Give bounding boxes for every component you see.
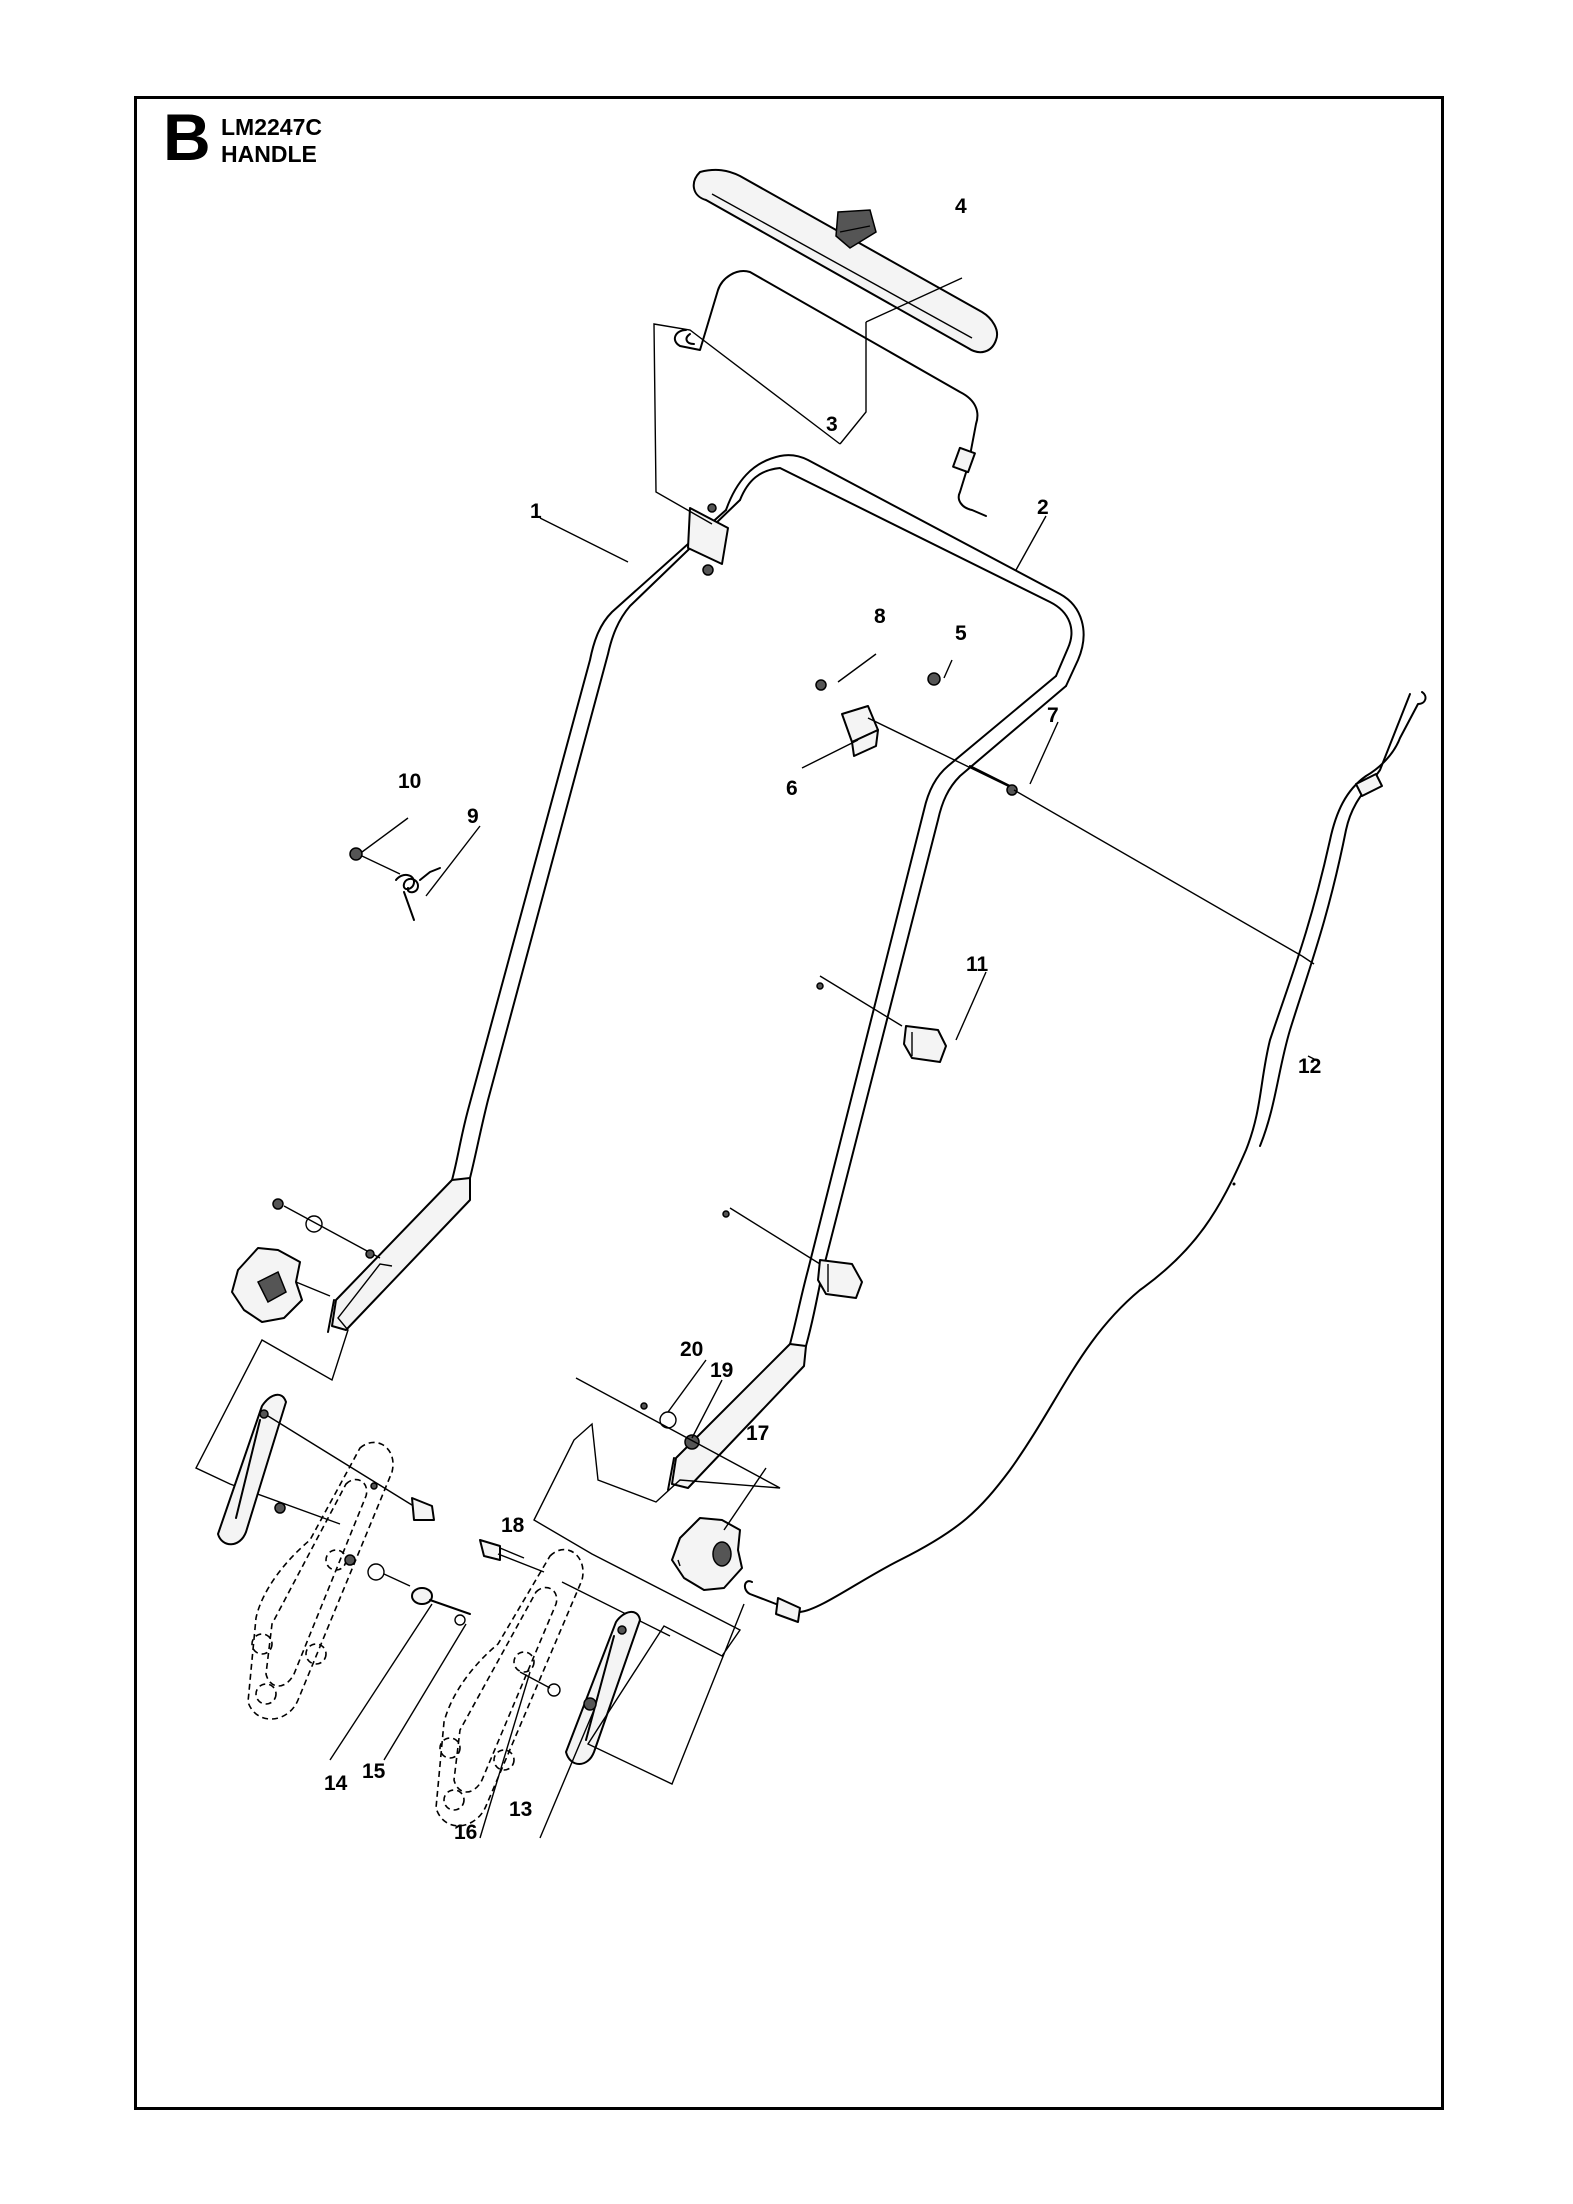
stray-dot [1232, 1182, 1236, 1186]
callout-11: 11 [966, 953, 989, 976]
callout-6: 6 [786, 777, 798, 800]
callout-8: 8 [874, 605, 886, 628]
callout-20: 20 [680, 1338, 703, 1361]
parts-14-15-bolt [329, 1563, 471, 1761]
diagram-frame [134, 96, 1444, 2110]
callout-1: 1 [530, 500, 542, 523]
callout-14: 14 [324, 1772, 348, 1795]
title-block: LM2247C HANDLE [221, 114, 322, 168]
callout-2: 2 [1037, 496, 1049, 519]
callout-17: 17 [746, 1422, 769, 1445]
part-12-cable [744, 691, 1427, 1623]
part-4-grip [692, 168, 998, 354]
callout-5: 5 [955, 622, 967, 645]
parts-9-10-spring [349, 847, 441, 921]
parts-5-8-clamp [815, 672, 1018, 796]
diagram-title: HANDLE [221, 141, 317, 167]
right-dashed-bracket [435, 1539, 671, 1839]
callout-16: 16 [454, 1821, 477, 1844]
callout-19: 19 [710, 1359, 733, 1382]
parts-17-19-20-knob [533, 1377, 781, 1785]
leader-lines [361, 277, 1317, 1559]
left-lower-hardware [195, 1198, 435, 1546]
callout-9: 9 [467, 805, 479, 828]
part-11-cable-clip [722, 975, 947, 1299]
callout-18: 18 [501, 1514, 525, 1537]
section-letter: B [163, 100, 211, 174]
callout-3: 3 [826, 413, 838, 436]
part-3-bail-rod [673, 209, 987, 517]
callout-10: 10 [398, 770, 421, 793]
callout-13: 13 [509, 1798, 532, 1821]
callout-7: 7 [1047, 704, 1059, 727]
part-1-2-handle-frame [327, 454, 1085, 1491]
callout-4: 4 [955, 195, 967, 218]
model-number: LM2247C [221, 114, 322, 140]
callout-15: 15 [362, 1760, 386, 1783]
callout-12: 12 [1298, 1055, 1321, 1078]
callout-labels: 1 2 3 4 5 6 7 8 9 10 11 12 13 14 15 16 1… [324, 195, 1321, 1844]
left-dashed-bracket [247, 1441, 394, 1720]
